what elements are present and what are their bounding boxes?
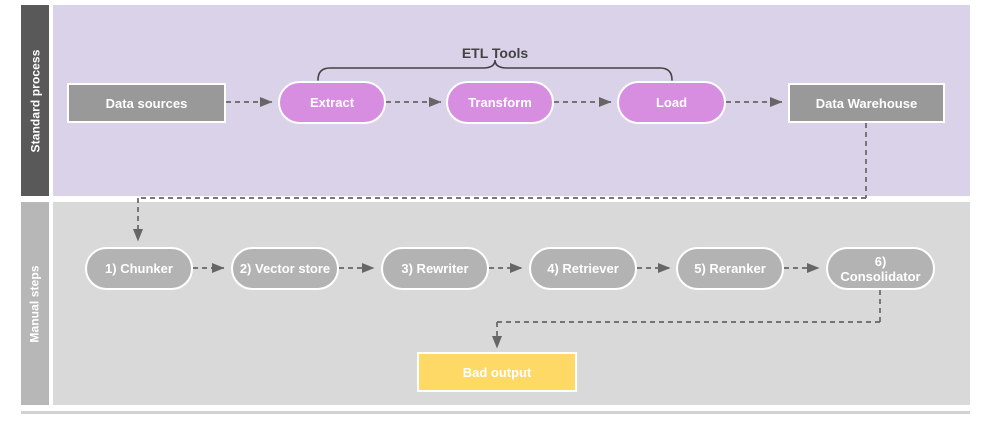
node-reranker-label: 5) Reranker: [694, 261, 766, 276]
node-retriever-label: 4) Retriever: [547, 261, 619, 276]
lane-manual-steps-header: Manual steps: [21, 202, 49, 405]
node-chunker-label: 1) Chunker: [105, 261, 173, 276]
node-retriever[interactable]: 4) Retriever: [529, 247, 637, 290]
node-bad-output[interactable]: Bad output: [417, 352, 577, 392]
lane-standard-process-header: Standard process: [21, 5, 49, 196]
node-load-label: Load: [655, 95, 688, 110]
node-chunker[interactable]: 1) Chunker: [85, 247, 193, 290]
node-consolidator[interactable]: 6) Consolidator: [826, 247, 935, 290]
node-data-warehouse-label: Data Warehouse: [815, 95, 918, 111]
lane-manual-steps-label: Manual steps: [28, 264, 43, 343]
node-extract-label: Extract: [309, 95, 355, 110]
node-reranker[interactable]: 5) Reranker: [676, 247, 784, 290]
node-transform[interactable]: Transform: [446, 81, 554, 124]
node-rewriter-label: 3) Rewriter: [401, 261, 469, 276]
lane-standard-process-label: Standard process: [28, 49, 42, 152]
node-consolidator-label: 6) Consolidator: [840, 253, 921, 284]
bottom-divider: [21, 411, 970, 414]
node-bad-output-label: Bad output: [462, 364, 532, 380]
node-extract[interactable]: Extract: [278, 81, 386, 124]
node-rewriter[interactable]: 3) Rewriter: [381, 247, 489, 290]
node-data-sources-label: Data sources: [105, 95, 188, 111]
node-load[interactable]: Load: [617, 81, 726, 124]
node-data-sources[interactable]: Data sources: [67, 83, 226, 123]
node-vector-store[interactable]: 2) Vector store: [231, 247, 339, 290]
node-transform-label: Transform: [468, 95, 532, 110]
node-data-warehouse[interactable]: Data Warehouse: [788, 83, 945, 123]
node-vector-store-label: 2) Vector store: [239, 261, 331, 276]
etl-tools-label: ETL Tools: [461, 45, 529, 61]
